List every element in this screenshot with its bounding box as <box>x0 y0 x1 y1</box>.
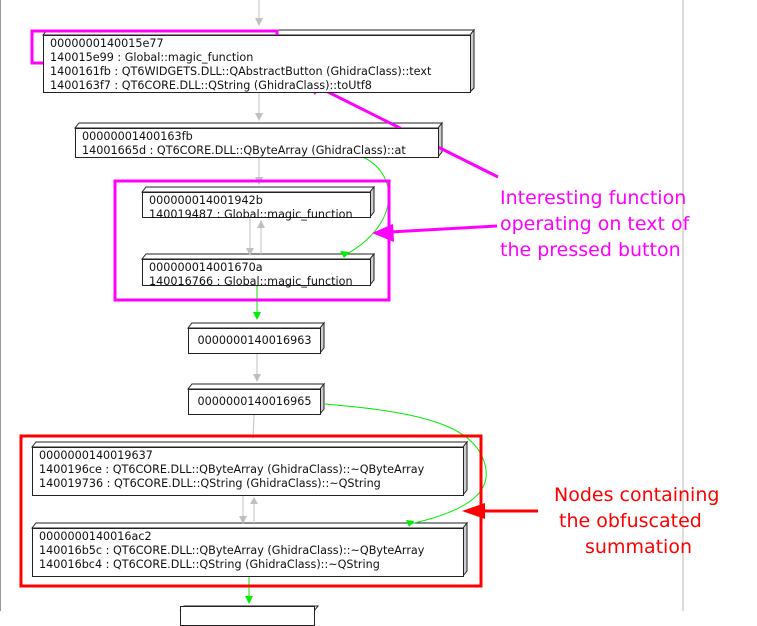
graph-node[interactable]: 000000014001942b 140019487 : Global::mag… <box>142 192 371 221</box>
edge-n6-n8-conditional <box>324 403 487 525</box>
magenta-arrow-to-box <box>389 224 498 234</box>
graph-node[interactable]: 0000000140016965 <box>188 389 321 415</box>
node-call: 140016766 : Global::magic_function <box>149 275 353 288</box>
node-address: 0000000140016ac2 <box>39 530 152 543</box>
edge-entry-arrow <box>255 18 263 26</box>
graph-node[interactable]: 0000000140019637 1400196ce : QT6CORE.DLL… <box>32 447 464 496</box>
edge-n6-n7 <box>252 414 255 439</box>
graph-node[interactable]: 0000000140015e77 140015e99 : Global::mag… <box>43 35 471 93</box>
graph-node-partial[interactable] <box>180 606 315 626</box>
node-address: 0000000140016963 <box>197 334 312 347</box>
node-call: 140016b5c : QT6CORE.DLL::QByteArray (Ghi… <box>39 544 425 557</box>
annotation-line: the obfuscated <box>559 510 702 532</box>
node-call: 1400196ce : QT6CORE.DLL::QByteArray (Ghi… <box>39 463 425 476</box>
node-call: 1400163f7 : QT6CORE.DLL::QString (Ghidra… <box>50 79 372 92</box>
annotation-line: summation <box>585 536 692 558</box>
right-panel-divider[interactable] <box>682 0 684 611</box>
graph-node[interactable]: 000000014001670a 140016766 : Global::mag… <box>142 259 371 288</box>
node-address: 0000000140015e77 <box>50 37 164 50</box>
node-call: 14001665d : QT6CORE.DLL::QByteArray (Ghi… <box>82 144 406 157</box>
node-address: 000000014001670a <box>149 261 263 274</box>
annotation-line: operating on text of <box>500 213 690 235</box>
highlight-box-magic-nodes <box>113 179 391 302</box>
annotation-obfuscated-summation: Nodes containing the obfuscated summatio… <box>550 482 719 560</box>
annotation-interesting-function: Interesting function operating on text o… <box>500 185 689 263</box>
node-call: 140015e99 : Global::magic_function <box>50 51 254 64</box>
node-address: 0000000140016965 <box>197 395 312 408</box>
node-call: 140019487 : Global::magic_function <box>149 208 353 221</box>
annotation-line: the pressed button <box>500 239 681 261</box>
graph-node[interactable]: 00000001400163fb 14001665d : QT6CORE.DLL… <box>75 128 439 158</box>
node-address: 0000000140019637 <box>39 449 153 462</box>
node-call: 140019736 : QT6CORE.DLL::QString (Ghidra… <box>39 477 381 490</box>
annotation-line: Interesting function <box>500 187 687 209</box>
node-address: 000000014001942b <box>149 194 263 207</box>
annotation-line: Nodes containing <box>554 484 720 506</box>
graph-node[interactable]: 0000000140016963 <box>188 328 321 354</box>
left-panel-border <box>0 0 1 611</box>
node-address: 00000001400163fb <box>82 130 193 143</box>
graph-node[interactable]: 0000000140016ac2 140016b5c : QT6CORE.DLL… <box>32 528 464 577</box>
node-call: 140016bc4 : QT6CORE.DLL::QString (Ghidra… <box>39 558 380 571</box>
node-call: 1400161fb : QT6WIDGETS.DLL::QAbstractBut… <box>50 65 432 78</box>
